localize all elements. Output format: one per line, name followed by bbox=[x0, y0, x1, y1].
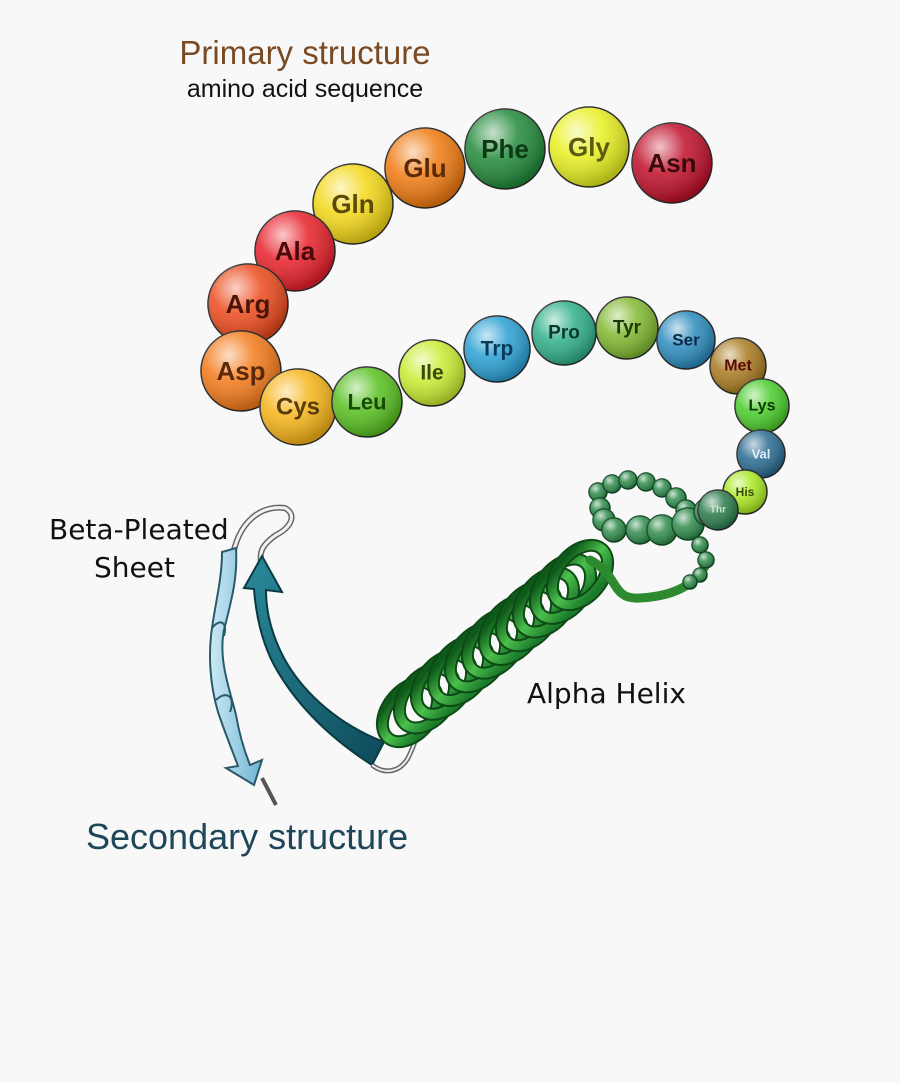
helix-bead bbox=[618, 470, 638, 490]
amino-acid-label: Asn bbox=[647, 148, 696, 178]
helix-bead bbox=[636, 472, 656, 492]
amino-acid-label: Arg bbox=[226, 289, 271, 319]
secondary-structure-label: Secondary structure bbox=[86, 816, 409, 857]
amino-acid-asn: Asn bbox=[631, 122, 713, 204]
amino-acid-ala: Ala bbox=[254, 210, 336, 292]
helix-turn bbox=[545, 538, 615, 612]
amino-acid-label: Glu bbox=[403, 153, 446, 183]
helix-bead bbox=[646, 514, 678, 546]
amino-acid-tyr: Tyr bbox=[595, 296, 659, 360]
amino-acid-label: Ala bbox=[275, 236, 316, 266]
beta-loop-inner bbox=[230, 506, 294, 570]
amino-acid-ile: Ile bbox=[398, 339, 466, 407]
helix-tail-beads bbox=[588, 470, 723, 590]
helix-bead bbox=[697, 551, 715, 569]
amino-acid-label: Phe bbox=[481, 134, 529, 164]
helix-bead bbox=[691, 536, 709, 554]
amino-acid-lys: Lys bbox=[734, 378, 790, 434]
amino-acid-asp: Asp bbox=[200, 330, 282, 412]
amino-acid-cys: Cys bbox=[259, 368, 337, 446]
amino-acid-label: Ser bbox=[672, 331, 700, 350]
helix-bead bbox=[602, 474, 622, 494]
amino-acid-gly: Gly bbox=[548, 106, 630, 188]
amino-acid-label: Gln bbox=[331, 189, 374, 219]
beta-strand-dark bbox=[242, 553, 386, 767]
sheet-label: Sheet bbox=[94, 551, 175, 584]
amino-acid-trp: Trp bbox=[463, 315, 531, 383]
beta-tail bbox=[260, 777, 278, 806]
amino-acid-label: Gly bbox=[568, 132, 610, 162]
amino-acid-phe: Phe bbox=[464, 108, 546, 190]
amino-acid-val: Val bbox=[736, 429, 786, 479]
amino-acid-ser: Ser bbox=[656, 310, 716, 370]
amino-acid-label: Ile bbox=[420, 362, 443, 385]
helix-bead bbox=[625, 515, 655, 545]
amino-acid-glu: Glu bbox=[384, 127, 466, 209]
beta-strand-light bbox=[209, 546, 264, 787]
amino-acid-label: Met bbox=[724, 358, 752, 375]
beta-pleated-label: Beta-Pleated bbox=[49, 513, 229, 546]
alpha-helix-label: Alpha Helix bbox=[527, 677, 686, 710]
amino-acid-met: Met bbox=[709, 337, 767, 395]
amino-acid-sequence-subtitle: amino acid sequence bbox=[186, 75, 424, 103]
amino-acid-arg: Arg bbox=[207, 263, 289, 345]
amino-acid-label: His bbox=[736, 485, 755, 499]
amino-acid-leu: Leu bbox=[331, 366, 403, 438]
amino-acid-label: Val bbox=[752, 447, 771, 462]
helix-bead bbox=[682, 574, 698, 590]
beta-pleated-sheet bbox=[209, 504, 421, 806]
helix-bead bbox=[601, 517, 627, 543]
amino-acid-label: Trp bbox=[481, 338, 514, 361]
primary-structure-title: Primary structure bbox=[179, 34, 431, 71]
amino-acid-gln: Gln bbox=[312, 163, 394, 245]
amino-acid-label: Thr bbox=[710, 505, 726, 516]
amino-acid-label: Lys bbox=[749, 398, 776, 415]
amino-acid-label: Leu bbox=[347, 390, 386, 415]
amino-acid-label: Tyr bbox=[613, 318, 642, 339]
amino-acid-label: Pro bbox=[548, 323, 580, 344]
alpha-helix bbox=[375, 538, 713, 749]
amino-acid-thr: Thr bbox=[697, 489, 739, 531]
amino-acid-pro: Pro bbox=[531, 300, 597, 366]
beta-twist bbox=[211, 621, 233, 713]
helix-bead bbox=[652, 478, 672, 498]
amino-acid-label: Asp bbox=[216, 356, 265, 386]
amino-acid-label: Cys bbox=[276, 394, 320, 421]
